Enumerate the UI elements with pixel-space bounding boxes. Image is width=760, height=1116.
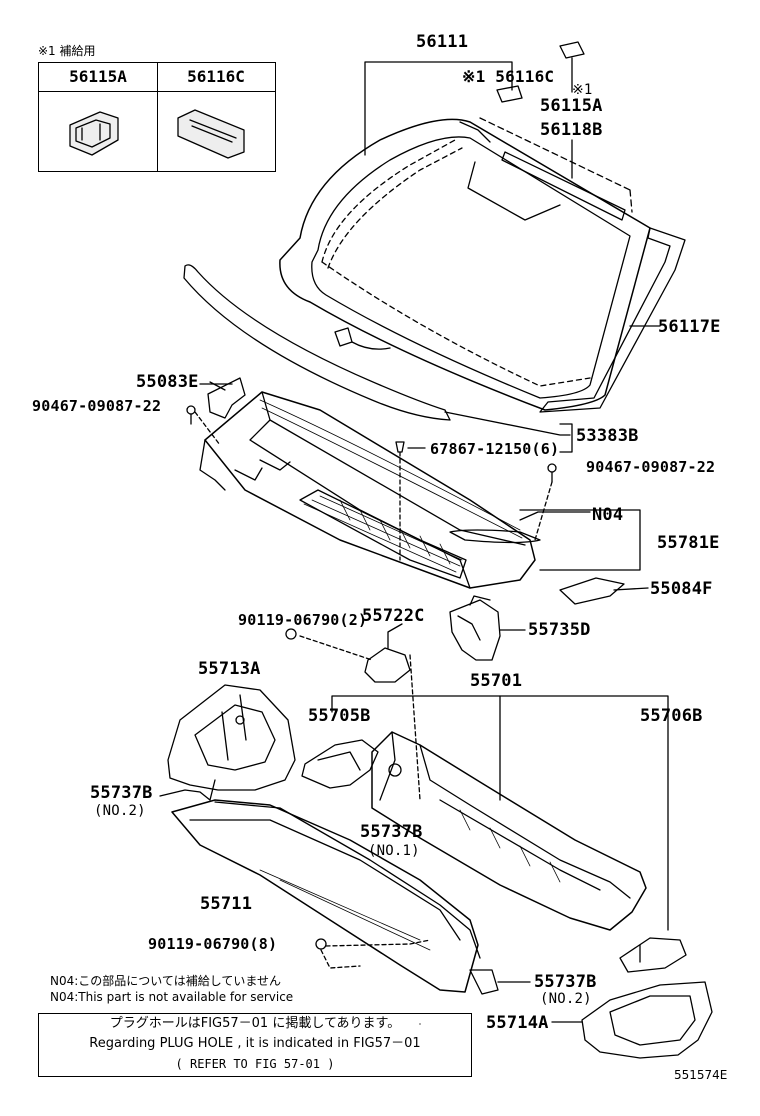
clip-90467-right [534,463,557,541]
part-55706b [619,937,687,973]
supply-col-56116c: 56116C [157,63,275,92]
label-55714a: 55714A [486,1013,549,1033]
label-55084f: 55084F [650,579,713,599]
bolt-90119-top [285,628,297,640]
label-55735d: 55735D [528,620,591,640]
leader-dash-90119-bottom [325,939,431,947]
clip-90467-left [186,405,221,446]
leader-55084f [613,587,649,591]
supply-parts-box: 56115A 56116C [38,62,276,172]
part-56117e [539,227,686,413]
part-55083e [199,377,246,419]
note-n04-jp: N04:この部品については補給していません [50,974,281,988]
clip-67867 [395,441,426,561]
label-53383b: 53383B [576,426,639,446]
label-56115a: 56115A [540,96,603,116]
supply-divider [157,63,158,171]
leader-dash-55722c [409,654,421,801]
part-55084f [559,577,625,605]
leader-55781e [519,509,641,571]
windshield-glass [279,118,651,411]
part-56115a-thumbnail [69,111,119,156]
note-n04-en: N04:This part is not available for servi… [50,990,294,1004]
label-90119-2: 90119-06790(2) [238,611,368,629]
label-no1-mid: (NO.1) [368,843,420,859]
part-55781e-cowl-top [199,391,536,589]
label-no2-left: (NO.2) [94,803,146,819]
part-56116c [496,85,523,103]
leader-n04 [519,511,591,521]
label-no2-right: (NO.2) [540,991,592,1007]
part-53383b [183,264,571,436]
part-55737b-no2-left [159,779,216,801]
supply-note: ※1 補給用 [38,44,96,58]
label-67867: 67867-12150(6) [430,440,560,458]
part-n04-strip [449,529,541,544]
label-n04: N04 [592,505,624,525]
plug-box-line-en: Regarding PLUG HOLE , it is indicated in… [89,1036,421,1051]
label-56111: 56111 [416,32,469,52]
leader-53383b [559,423,573,453]
part-55705b [301,739,379,789]
label-star1: ※1 [572,82,593,98]
bolt-90119-bottom [315,938,327,950]
part-55722c [299,623,411,683]
part-55737b-no2-right [469,969,499,995]
figure-id: 551574E [674,1068,728,1082]
label-55711: 55711 [200,894,253,914]
part-55701-cowl-panel [371,731,647,931]
part-55713a [167,684,296,791]
part-55711 [171,799,479,993]
label-55706b: 55706B [640,706,703,726]
label-55722c: 55722C [362,606,425,626]
label-55083e: 55083E [136,372,199,392]
label-55737b-mid: 55737B [360,822,423,842]
label-55781e: 55781E [657,533,720,553]
leader-55083e [209,381,226,391]
label-56116c: ※1 56116C [462,67,555,86]
label-55705b: 55705B [308,706,371,726]
label-55701: 55701 [470,671,523,691]
leader-56111 [364,61,513,156]
part-56116c-thumbnail [177,109,245,159]
plug-box-refer: ( REFER TO FIG 57-01 ) [175,1057,335,1071]
label-55737b-left: 55737B [90,783,153,803]
part-55737b-no1 [214,801,481,959]
part-55714a [551,981,713,1059]
label-55737b-right: 55737B [534,972,597,992]
part-56118b [459,117,633,221]
label-90467-left: 90467-09087-22 [32,397,162,415]
label-56118b: 56118B [540,120,603,140]
plug-hole-reference-box: プラグホールはFIG57－01 に掲載してあります。 Regarding PLU… [38,1013,472,1077]
supply-col-56115a: 56115A [39,63,157,92]
label-56117e: 56117E [658,317,721,337]
plug-box-line-jp: プラグホールはFIG57－01 に掲載してあります。 [109,1016,401,1031]
part-55735d [449,595,526,661]
label-55713a: 55713A [198,659,261,679]
part-56115a-clip [559,41,585,93]
label-90467-right: 90467-09087-22 [586,458,716,476]
label-90119-8: 90119-06790(8) [148,935,278,953]
